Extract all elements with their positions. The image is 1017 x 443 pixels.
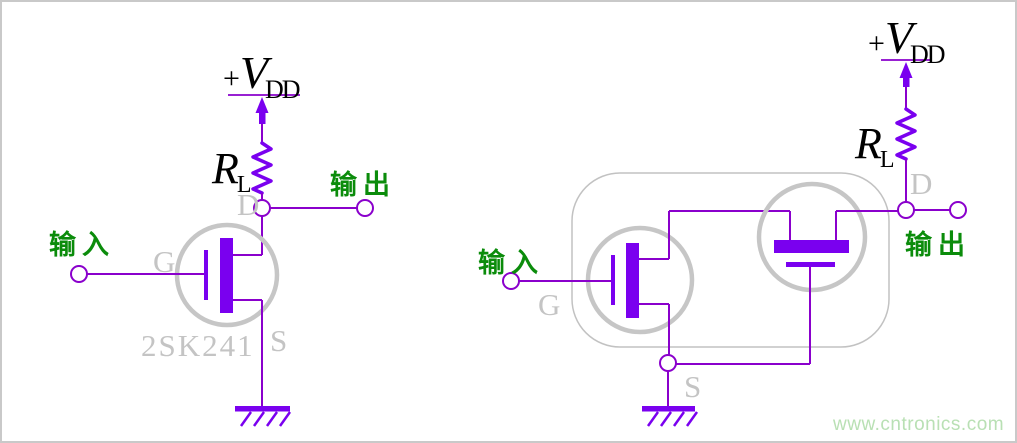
- right-output-label: 输出: [905, 230, 971, 260]
- left-source-pin-label: S: [270, 323, 288, 358]
- right-drain-pin-label: D: [910, 166, 933, 201]
- left-gate-bar: [204, 250, 208, 300]
- right-drain-node: [897, 201, 915, 219]
- left-transistor: [174, 222, 280, 328]
- left-gate-pin-label: G: [153, 244, 176, 279]
- left-output-wire: [261, 207, 357, 255]
- left-load-resistor: [251, 141, 273, 200]
- left-ground: [235, 300, 292, 427]
- left-drain-node: [253, 199, 271, 217]
- right-supply-arrow-icon: [899, 62, 913, 109]
- right-fet1-channel-bar: [626, 243, 639, 318]
- right-supply-label: +VDD: [868, 12, 946, 69]
- right-fet1-gate-bar: [611, 255, 615, 305]
- left-part-number: 2SK241: [141, 328, 255, 363]
- left-resistor-label: RL: [212, 144, 252, 198]
- ic-outline: [571, 172, 890, 348]
- right-fet2-lower-bar: [786, 262, 835, 267]
- left-input-label: 输入: [49, 230, 115, 260]
- right-gate-pin-label: G: [538, 287, 561, 322]
- right-interstage-wire: [668, 210, 790, 259]
- left-supply-label: +VDD: [223, 47, 301, 104]
- right-output-terminal: [949, 201, 967, 219]
- left-supply-arrow-icon: [255, 97, 269, 143]
- right-source-wires: [668, 267, 811, 365]
- right-load-resistor: [895, 107, 917, 202]
- left-output-terminal: [356, 199, 374, 217]
- left-output-label: 输出: [330, 170, 396, 200]
- right-input-terminal: [502, 272, 520, 290]
- right-source-pin-label: S: [684, 369, 702, 404]
- right-ground: [642, 371, 699, 427]
- left-input-terminal: [70, 265, 88, 283]
- left-drain-pin-label: D: [237, 187, 260, 222]
- right-resistor-label: RL: [855, 119, 895, 173]
- watermark: www.cntronics.com: [833, 414, 1005, 435]
- right-fet2: [756, 181, 898, 293]
- left-channel-bar: [220, 238, 233, 313]
- right-input-label: 输入: [478, 248, 544, 278]
- plus-sign: +: [223, 62, 240, 95]
- right-source-node: [659, 354, 677, 372]
- plus-sign: +: [868, 27, 885, 60]
- right-fet2-top-bar: [774, 240, 849, 253]
